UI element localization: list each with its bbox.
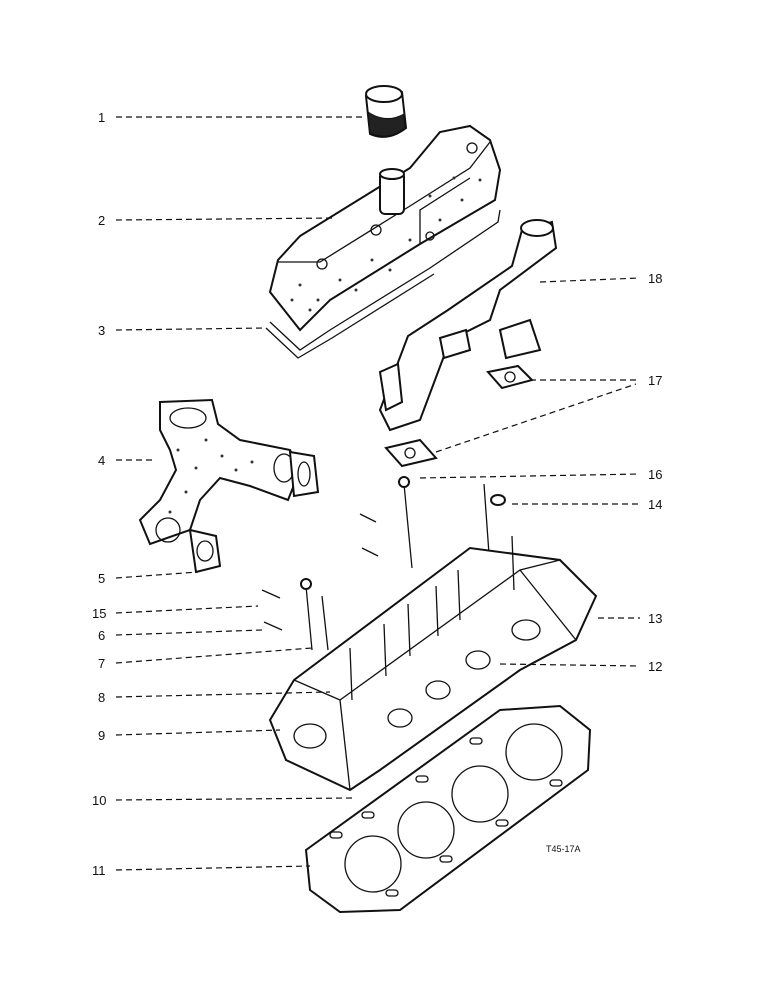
leader-18: [539, 277, 641, 283]
leader-17b: [435, 383, 637, 453]
callout-5: 5: [98, 571, 105, 586]
leader-5: [115, 571, 199, 579]
leader-15: [115, 605, 259, 614]
callout-1: 1: [98, 110, 105, 125]
leader-2: [115, 217, 337, 221]
outlet-gasket-lower: [384, 438, 438, 468]
manifold-gasket-lower: [188, 528, 222, 574]
manifold-gasket-upper: [288, 450, 320, 498]
callout-16: 16: [648, 467, 662, 482]
callout-4: 4: [98, 453, 105, 468]
leader-6: [115, 629, 263, 636]
gasket-holes: [329, 737, 563, 897]
callout-14: 14: [648, 497, 662, 512]
leader-8: [115, 691, 331, 698]
callout-12: 12: [648, 659, 662, 674]
rocker-cover-gasket: [265, 209, 501, 359]
callout-10: 10: [92, 793, 106, 808]
leader-7: [115, 647, 313, 664]
leader-10: [115, 797, 353, 801]
leader-16: [419, 473, 641, 479]
leader-lines: [115, 116, 641, 871]
callout-13: 13: [648, 611, 662, 626]
callout-8: 8: [98, 690, 105, 705]
callout-3: 3: [98, 323, 105, 338]
leader-11: [115, 865, 311, 871]
callout-6: 6: [98, 628, 105, 643]
cover-texture: [290, 176, 482, 312]
cylinder-head: [268, 535, 598, 792]
oil-filler-cap: [364, 85, 408, 138]
callout-labels: 1 2 3 4 5 15 6 7 8 9 10 11 18 17 16 14 1…: [92, 110, 662, 878]
callout-11: 11: [92, 863, 106, 878]
callout-2: 2: [98, 213, 105, 228]
leader-12: [499, 663, 641, 667]
callout-15: 15: [92, 606, 106, 621]
reference-code: T45-17A: [546, 844, 581, 854]
head-gasket: [304, 704, 592, 914]
head-studs: [349, 535, 515, 701]
callout-18: 18: [648, 271, 662, 286]
leader-9: [115, 729, 281, 736]
head-valve-ports: [293, 619, 541, 749]
callout-9: 9: [98, 728, 105, 743]
outlet-gasket-upper: [486, 364, 534, 390]
head-bolts: [300, 476, 506, 651]
studs-loose: [261, 513, 379, 631]
rocker-cover: [268, 124, 502, 332]
exhaust-manifold: [138, 398, 302, 546]
callout-7: 7: [98, 656, 105, 671]
leader-3: [115, 327, 267, 331]
callout-17: 17: [648, 373, 662, 388]
water-outlet-pipe: [378, 219, 558, 432]
